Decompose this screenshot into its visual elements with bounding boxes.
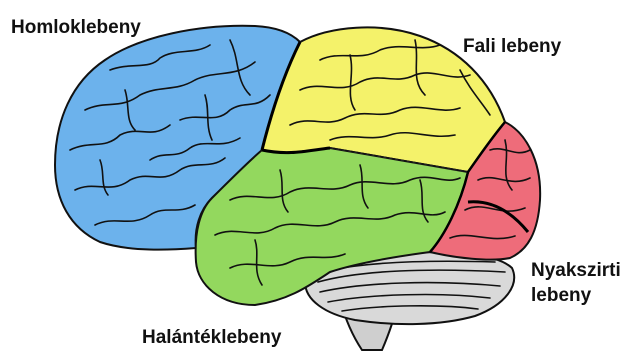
parietal-lobe-label: Fali lebeny <box>463 34 561 59</box>
occipital-lobe-label-line1: Nyakszirti <box>531 258 621 283</box>
occipital-lobe-label-line2: lebeny <box>531 283 621 308</box>
frontal-lobe-label: Homloklebeny <box>11 15 141 40</box>
occipital-lobe-label: Nyakszirti lebeny <box>531 258 621 308</box>
temporal-lobe-label: Halántéklebeny <box>142 325 281 350</box>
